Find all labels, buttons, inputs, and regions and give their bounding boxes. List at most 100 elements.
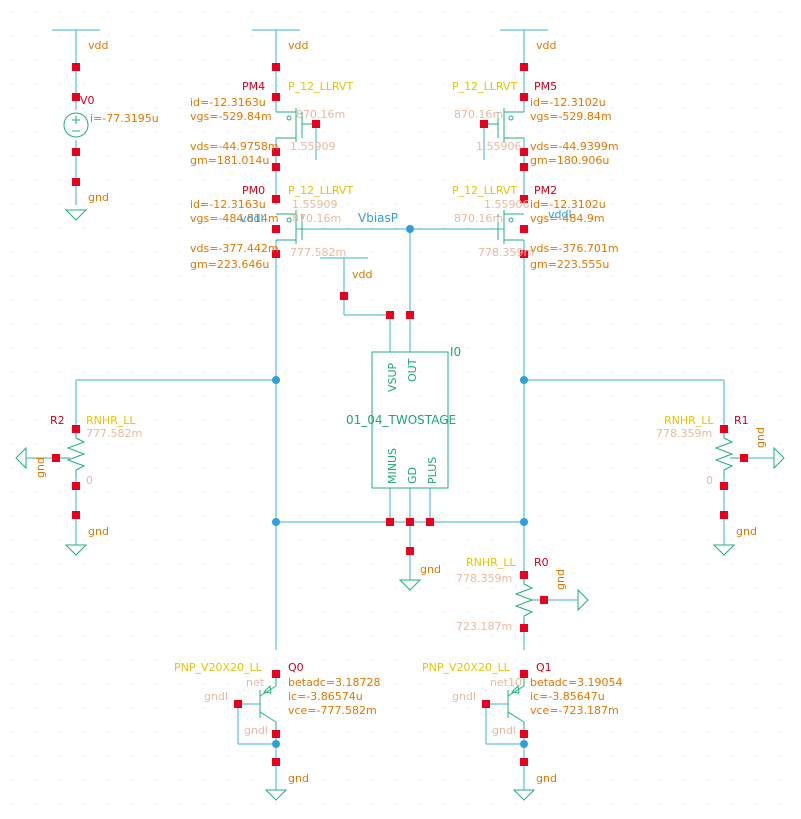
- pmos-pm2[interactable]: [497, 210, 524, 244]
- q1-vce: vce=-723.187m: [530, 704, 619, 717]
- junction-dots: [272, 225, 528, 748]
- block-pin-minus: MINUS: [386, 448, 399, 484]
- pm5-id: id=-12.3102u: [530, 96, 606, 109]
- gnd-label-q1: gnd: [536, 772, 557, 785]
- pmos-pm0[interactable]: [276, 210, 303, 244]
- q1-name: Q1: [536, 661, 552, 674]
- gnd-label-r1: gnd: [736, 525, 757, 538]
- pm0-type: P_12_LLRVT: [288, 184, 353, 197]
- q1-gnd-faint: gndl: [452, 690, 476, 703]
- pm5-name: PM5: [534, 80, 557, 93]
- pm0-faint-1: 1.55909: [292, 198, 338, 211]
- pm0-vgs: vgs=-484.814m: [190, 212, 279, 225]
- pm2-type: P_12_LLRVT: [452, 184, 517, 197]
- block-pin-plus: PLUS: [426, 457, 439, 484]
- q0-type: PNP_V20X20_LL: [174, 661, 263, 674]
- r0-node-voltage: 723.187m: [456, 620, 512, 633]
- wires: [26, 29, 774, 790]
- vdd-label-tap: vdd: [352, 268, 372, 281]
- pm0-vds: vds=-377.442m: [190, 242, 279, 255]
- r1-value: 778.359m: [656, 427, 712, 440]
- pmos-pm5[interactable]: [484, 108, 524, 142]
- pm4-faint-2: 1.55909: [290, 140, 336, 153]
- pm4-type: P_12_LLRVT: [288, 80, 353, 93]
- r2-type: RNHR_LL: [86, 414, 136, 427]
- pm5-faint-2: 1.55906: [476, 140, 522, 153]
- pm4-id: id=-12.3163u: [190, 96, 266, 109]
- r1-faint: 0: [706, 474, 713, 487]
- q0-vce: vce=-777.582m: [288, 704, 377, 717]
- q1-faint: net10: [490, 676, 522, 689]
- pnp-q1[interactable]: [507, 678, 525, 730]
- v0-current: i=-77.3195u: [90, 112, 159, 125]
- q0-faint: net: [246, 676, 265, 689]
- pm5-vds: vds=-44.9399m: [530, 140, 619, 153]
- vdd-label-right: vdd: [536, 39, 556, 52]
- q1-type: PNP_V20X20_LL: [422, 661, 511, 674]
- ground-symbols: [15, 209, 785, 801]
- r1-type: RNHR_LL: [664, 414, 714, 427]
- pm2-faint-1: 1.55906: [484, 198, 530, 211]
- r0-type: RNHR_LL: [466, 556, 516, 569]
- block-pin-out: OUT: [406, 358, 419, 382]
- pm2-id: id=-12.3102u: [530, 198, 606, 211]
- pm2-name: PM2: [534, 184, 557, 197]
- opamp-block-i0[interactable]: [371, 351, 449, 489]
- pm2-net-vddl: vddl: [548, 208, 572, 221]
- block-instance-name: I0: [450, 345, 461, 359]
- voltage-source-v0[interactable]: [63, 112, 89, 138]
- pm5-type: P_12_LLRVT: [452, 80, 517, 93]
- pm4-name: PM4: [242, 80, 265, 93]
- pm0-gm: gm=223.646u: [190, 258, 269, 271]
- q0-gnd-faint: gndl: [204, 690, 228, 703]
- pm0-name: PM0: [242, 184, 265, 197]
- gnd-label-r2: gnd: [88, 525, 109, 538]
- r0-name: R0: [534, 556, 549, 569]
- pm0-faint-2: 870.16m: [292, 212, 341, 225]
- r0-side-gnd: gnd: [554, 569, 567, 590]
- vdd-label-left: vdd: [288, 39, 308, 52]
- pin-markers: [52, 63, 748, 766]
- vbiasp-net-label: VbiasP: [358, 211, 398, 225]
- pm0-id: id=-12.3163u: [190, 198, 266, 211]
- q0-ic: ic=-3.86574u: [288, 690, 363, 703]
- pm4-gm: gm=181.014u: [190, 154, 269, 167]
- pm2-faint-2: 870.16m: [454, 212, 503, 225]
- r2-value: 777.582m: [86, 427, 142, 440]
- q0-gnd-faint-2: gndl: [244, 724, 268, 737]
- pm4-vds: vds=-44.9758m: [190, 140, 279, 153]
- block-cell-name: 01_04_TWOSTAGE: [346, 413, 456, 427]
- pm4-faint-1: 870.16m: [296, 108, 345, 121]
- pm2-vgs: vgs=-484.9m: [530, 212, 605, 225]
- pm5-faint-1: 870.16m: [454, 108, 503, 121]
- r0-value: 778.359m: [456, 572, 512, 585]
- pm0-faint-3: 777.582m: [290, 246, 346, 259]
- q1-ic: ic=-3.85647u: [530, 690, 605, 703]
- gnd-label-v0: gnd: [88, 191, 109, 204]
- pm0-net-vddl: vddl: [240, 212, 264, 225]
- r1-side-gnd: gnd: [754, 427, 767, 448]
- pm5-vgs: vgs=-529.84m: [530, 110, 612, 123]
- q0-betadc: betadc=3.18728: [288, 676, 381, 689]
- gnd-label-block: gnd: [420, 563, 441, 576]
- pm2-gm: gm=223.555u: [530, 258, 609, 271]
- pm2-faint-3: 778.359m: [478, 246, 534, 259]
- r2-side-gnd: gnd: [34, 457, 47, 478]
- pm2-vds: vds=-376.701m: [530, 242, 619, 255]
- r1-name: R1: [734, 414, 749, 427]
- block-pin-vsup: VSUP: [386, 362, 399, 392]
- q0-name: Q0: [288, 661, 304, 674]
- pm4-vgs: vgs=-529.84m: [190, 110, 272, 123]
- q1-betadc: betadc=3.19054: [530, 676, 623, 689]
- pnp-q0[interactable]: [259, 678, 277, 730]
- v0-name: V0: [80, 94, 95, 107]
- gnd-label-q0: gnd: [288, 772, 309, 785]
- pmos-pm4[interactable]: [276, 108, 316, 142]
- q1-gnd-faint-2: gndl: [492, 724, 516, 737]
- labels: vdd V0 i=-77.3195u gnd vdd PM4 P_12_LLRV…: [34, 39, 767, 785]
- r2-name: R2: [50, 414, 65, 427]
- resistor-r0[interactable]: [514, 575, 538, 625]
- vdd-label-v0: vdd: [88, 39, 108, 52]
